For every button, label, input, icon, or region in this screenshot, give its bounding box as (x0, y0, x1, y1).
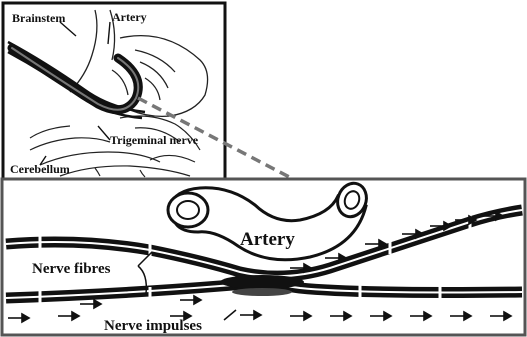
label-nerve-fibres: Nerve fibres (32, 261, 111, 277)
label-nerve-impulses: Nerve impulses (104, 318, 202, 334)
label-trigeminal-nerve: Trigeminal nerve (110, 133, 199, 147)
label-main-artery: Artery (240, 229, 295, 250)
label-brainstem: Brainstem (12, 11, 65, 25)
label-cerebellum: Cerebellum (10, 162, 70, 176)
zoom-panel: Artery Nerve fibres Nerve impulses (2, 179, 525, 335)
label-inset-artery: Artery (112, 10, 147, 24)
inset-panel: Brainstem Artery Trigeminal nerve Cerebe… (3, 3, 225, 179)
